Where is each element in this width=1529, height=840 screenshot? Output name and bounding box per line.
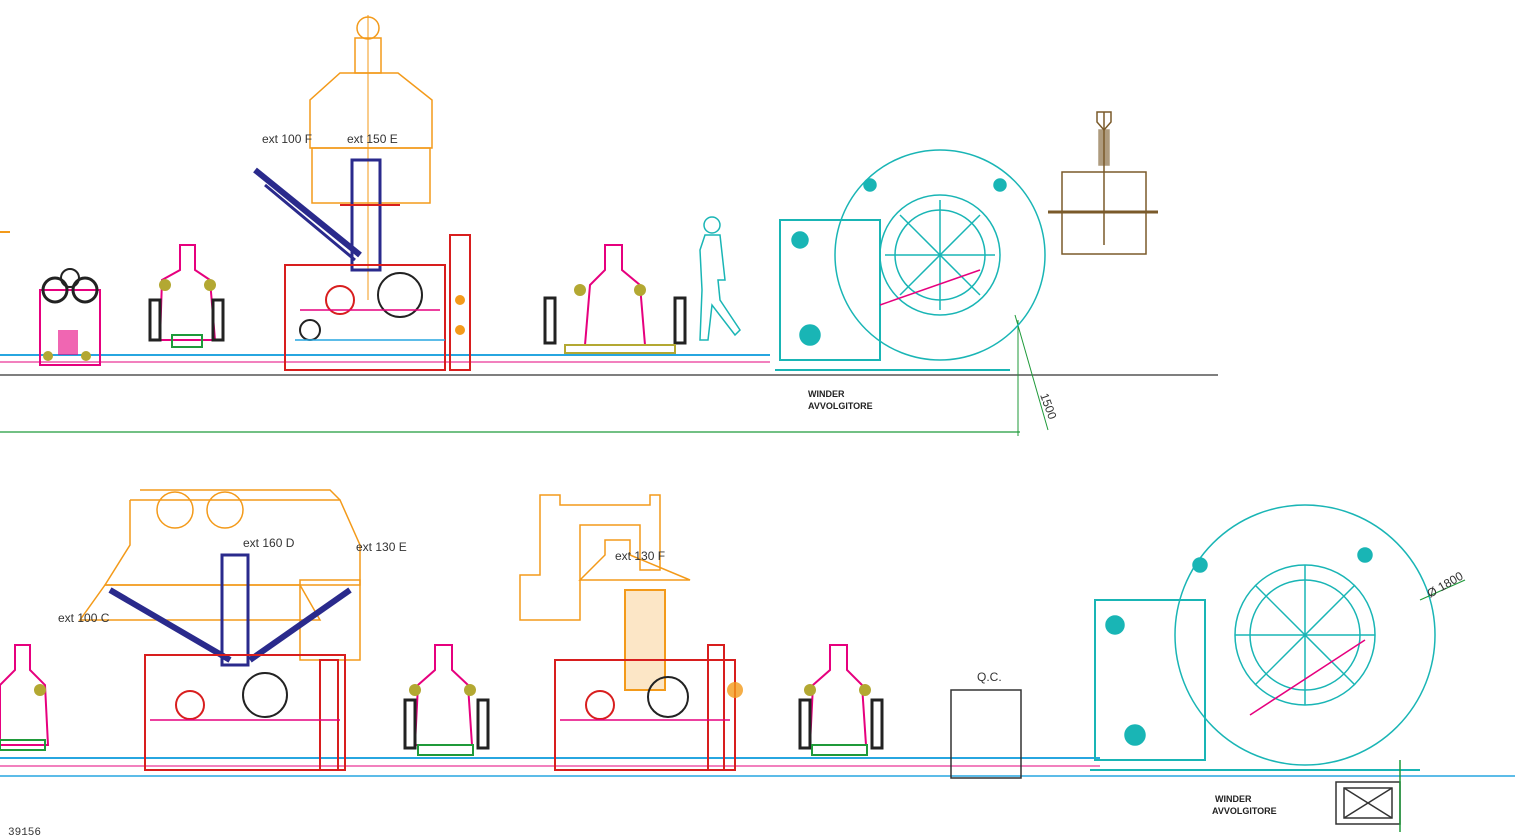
person-figure: [699, 216, 741, 341]
label-top-ext-left: ext 100 F: [262, 132, 312, 146]
top-unwinder-1: [39, 268, 101, 366]
label-bot-winder-2: AVVOLGITORE: [1212, 806, 1277, 816]
label-bot-ext-far: ext 130 F: [615, 549, 665, 563]
bottom-extrusion-station-2: [519, 494, 743, 771]
top-winder: [775, 149, 1046, 371]
bottom-coater-module-left: [0, 644, 50, 751]
top-coater-module-2: [543, 244, 687, 354]
label-top-winder-1: WINDER: [808, 389, 845, 399]
qc-station-box: [950, 689, 1022, 779]
top-dimension-diag: [1014, 314, 1049, 431]
label-bot-winder-1: WINDER: [1215, 794, 1252, 804]
label-bot-ext-mid: ext 160 D: [243, 536, 295, 550]
top-coater-module-1: [148, 244, 225, 348]
label-bot-ext-right: ext 130 E: [356, 540, 407, 554]
label-bot-ext-left: ext 100 C: [58, 611, 110, 625]
bottom-coater-module-mid: [403, 644, 490, 756]
bottom-coater-module-right: [798, 644, 884, 756]
bottom-crate: [1335, 760, 1401, 832]
label-top-winder-2: AVVOLGITORE: [808, 401, 873, 411]
top-printing-unit: [253, 15, 471, 371]
label-bot-diameter: Ø 1800: [1425, 569, 1466, 601]
bottom-line: [0, 489, 1515, 832]
bottom-extrusion-station-1: [78, 489, 361, 771]
top-line: [0, 15, 1218, 436]
label-top-ext-right: ext 150 E: [347, 132, 398, 146]
top-crane-block: [1048, 111, 1158, 255]
label-qc: Q.C.: [977, 670, 1002, 684]
label-top-dimension: 1500: [1037, 391, 1059, 421]
bottom-winder: [1090, 504, 1466, 771]
label-drawing-number: 39156: [8, 827, 41, 839]
